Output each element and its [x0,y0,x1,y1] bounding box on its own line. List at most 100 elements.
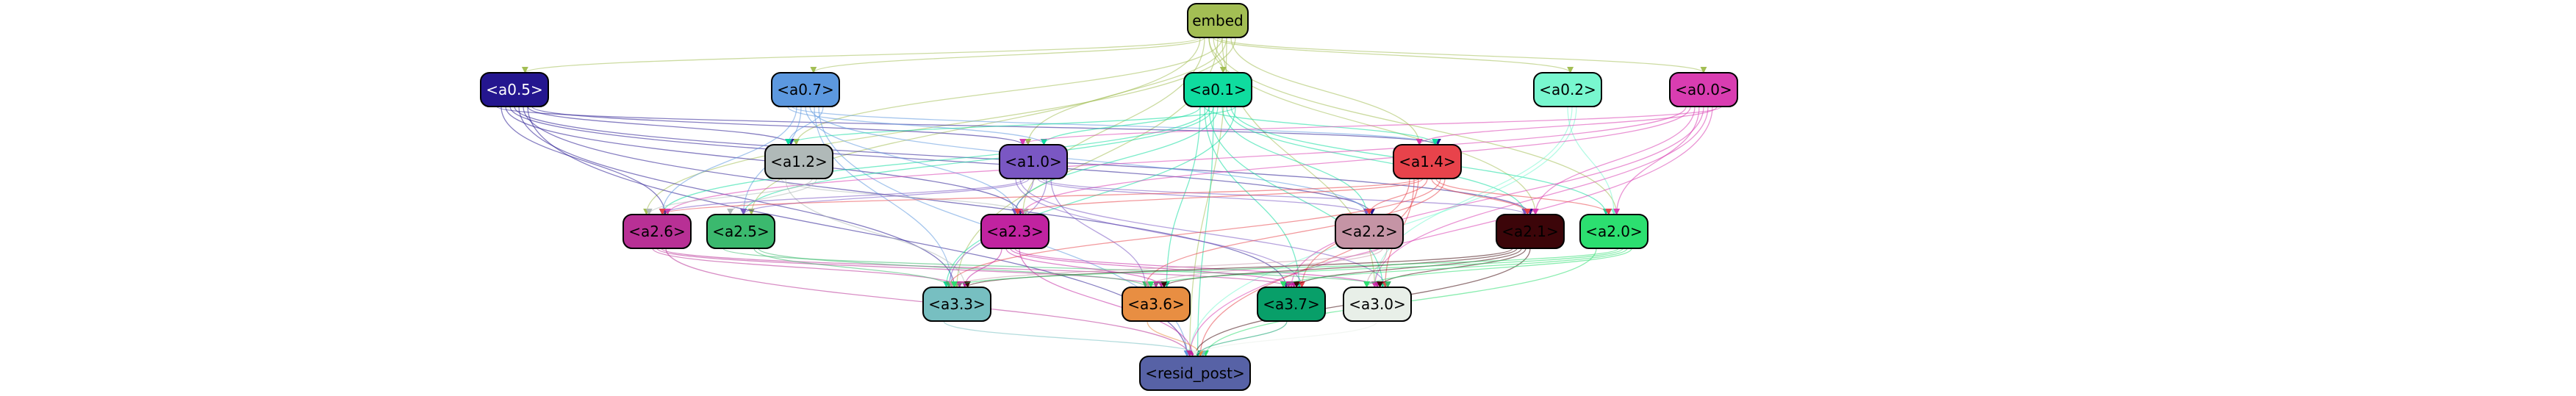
node-a2-5[interactable]: <a2.5> [706,214,775,249]
edge-embed-to-a1-2 [792,37,1223,145]
node-label: <a3.7> [1263,295,1320,313]
node-a1-4[interactable]: <a1.4> [1393,144,1462,179]
node-label: <a0.7> [777,81,834,98]
edge-embed-to-a0-5 [522,37,1201,73]
edge-a1-4-to-a2-3 [1014,178,1424,215]
edge-embed-to-a2-0 [1213,37,1621,215]
node-a1-2[interactable]: <a1.2> [764,144,833,179]
edge-a0-5-to-a2-6 [501,106,669,215]
node-box [1122,287,1191,322]
node-a1-0[interactable]: <a1.0> [999,144,1068,179]
node-a0-5[interactable]: <a0.5> [480,72,549,107]
edges-layer [496,37,1722,357]
node-label: <a3.0> [1349,295,1406,313]
edge-a0-0-to-a2-0 [1613,106,1700,215]
edge-a2-6-to-a3-3 [652,248,964,288]
edge-a1-4-to-a2-1 [1431,178,1531,215]
node-a0-2[interactable]: <a0.2> [1533,72,1602,107]
node-embed[interactable]: embed [1187,3,1249,38]
node-a2-2[interactable]: <a2.2> [1335,214,1404,249]
node-label: <resid_post> [1145,364,1244,382]
edge-a2-0-to-a3-7 [1280,248,1628,288]
edge-a3-3-to-resid-post [943,320,1207,357]
edge-a0-2-to-a3-0 [1371,106,1573,288]
edge-a0-5-to-a1-4 [496,106,1441,145]
node-box [1187,3,1249,38]
edge-a0-0-to-a1-0 [1019,106,1722,145]
node-a2-6[interactable]: <a2.6> [623,214,692,249]
node-label: <a0.0> [1675,81,1732,98]
edge-a0-7-to-a2-3 [805,106,1019,215]
edge-a0-0-to-a1-4 [1416,106,1718,145]
node-box [706,214,775,249]
edge-a1-4-to-a2-6 [659,178,1419,215]
node-box [1579,214,1648,249]
node-box [1257,287,1326,322]
node-a2-0[interactable]: <a2.0> [1579,214,1648,249]
node-a0-7[interactable]: <a0.7> [771,72,840,107]
edge-a1-4-to-a2-0 [1435,178,1612,215]
node-a0-0[interactable]: <a0.0> [1669,72,1738,107]
edge-embed-to-a1-4 [1230,37,1423,145]
edge-a0-1-to-a2-5 [740,106,1214,215]
node-box [980,214,1050,249]
edge-a0-0-to-a2-6 [664,106,1687,215]
node-box [764,144,833,179]
edge-a1-0-to-a3-0 [1019,178,1389,288]
edge-a2-0-to-a3-6 [1147,248,1624,288]
node-a2-1[interactable]: <a2.1> [1496,214,1565,249]
node-resid-post[interactable]: <resid_post> [1139,356,1251,391]
edge-a0-1-to-a3-3 [943,106,1236,288]
node-box [1669,72,1738,107]
node-label: <a1.2> [770,153,828,170]
node-a2-3[interactable]: <a2.3> [980,214,1050,249]
edge-a0-5-to-a2-2 [509,106,1376,215]
node-label: <a0.1> [1189,81,1246,98]
edge-a0-5-to-a3-3 [518,106,958,288]
edge-a1-2-to-a2-6 [645,178,813,215]
nodes-layer: embed <a0.5> <a0.7> <a0.1> <a0.2> <a0.0> <a1.2… [480,3,1738,391]
node-label: <a3.3> [928,295,986,313]
edge-a2-3-to-a3-6 [1005,248,1165,288]
edge-a0-0-to-a3-0 [1371,106,1709,288]
edge-embed-to-a2-6 [643,37,1236,215]
edge-embed-to-a0-7 [810,37,1205,73]
edge-a0-7-to-a1-4 [792,106,1439,145]
edge-a2-5-to-a3-0 [722,248,1391,288]
node-a0-1[interactable]: <a0.1> [1183,72,1252,107]
node-box [771,72,840,107]
edge-a2-0-to-a3-0 [1363,248,1632,288]
node-a3-0[interactable]: <a3.0> [1343,287,1412,322]
edge-a0-5-to-a2-3 [505,106,1024,215]
edge-a2-3-to-a3-7 [1010,248,1298,288]
node-box [1183,72,1252,107]
edge-a0-5-to-a1-0 [531,106,1026,145]
node-label: <a1.4> [1399,153,1456,170]
edge-a3-7-to-resid-post [1194,320,1288,357]
node-label: <a0.5> [486,81,543,98]
edge-a2-0-to-a3-3 [951,248,1619,288]
edge-a3-0-to-resid-post [1191,320,1378,357]
edge-embed-to-a0-0 [1217,37,1707,73]
edge-a2-2-to-a3-6 [1144,248,1383,288]
node-a3-3[interactable]: <a3.3> [922,287,991,322]
node-label: <a2.0> [1585,223,1643,240]
node-box [1393,144,1462,179]
node-a3-7[interactable]: <a3.7> [1257,287,1326,322]
edge-a2-5-to-a3-6 [758,248,1149,288]
edge-a2-1-to-a3-3 [964,248,1513,288]
edge-a0-1-to-a2-6 [659,106,1210,215]
edge-a0-0-to-a2-1 [1532,106,1696,215]
node-a3-6[interactable]: <a3.6> [1122,287,1191,322]
edge-a2-2-to-a3-3 [948,248,1379,288]
edge-a0-0-to-a3-7 [1288,106,1704,288]
edge-a0-0-to-a2-3 [1019,106,1691,215]
edge-a2-5-to-a3-3 [753,248,952,288]
node-box [1343,287,1412,322]
node-label: <a3.6> [1127,295,1185,313]
node-label: <a0.2> [1539,81,1596,98]
node-box [1496,214,1565,249]
node-label: <a1.0> [1005,153,1062,170]
node-box [922,287,991,322]
